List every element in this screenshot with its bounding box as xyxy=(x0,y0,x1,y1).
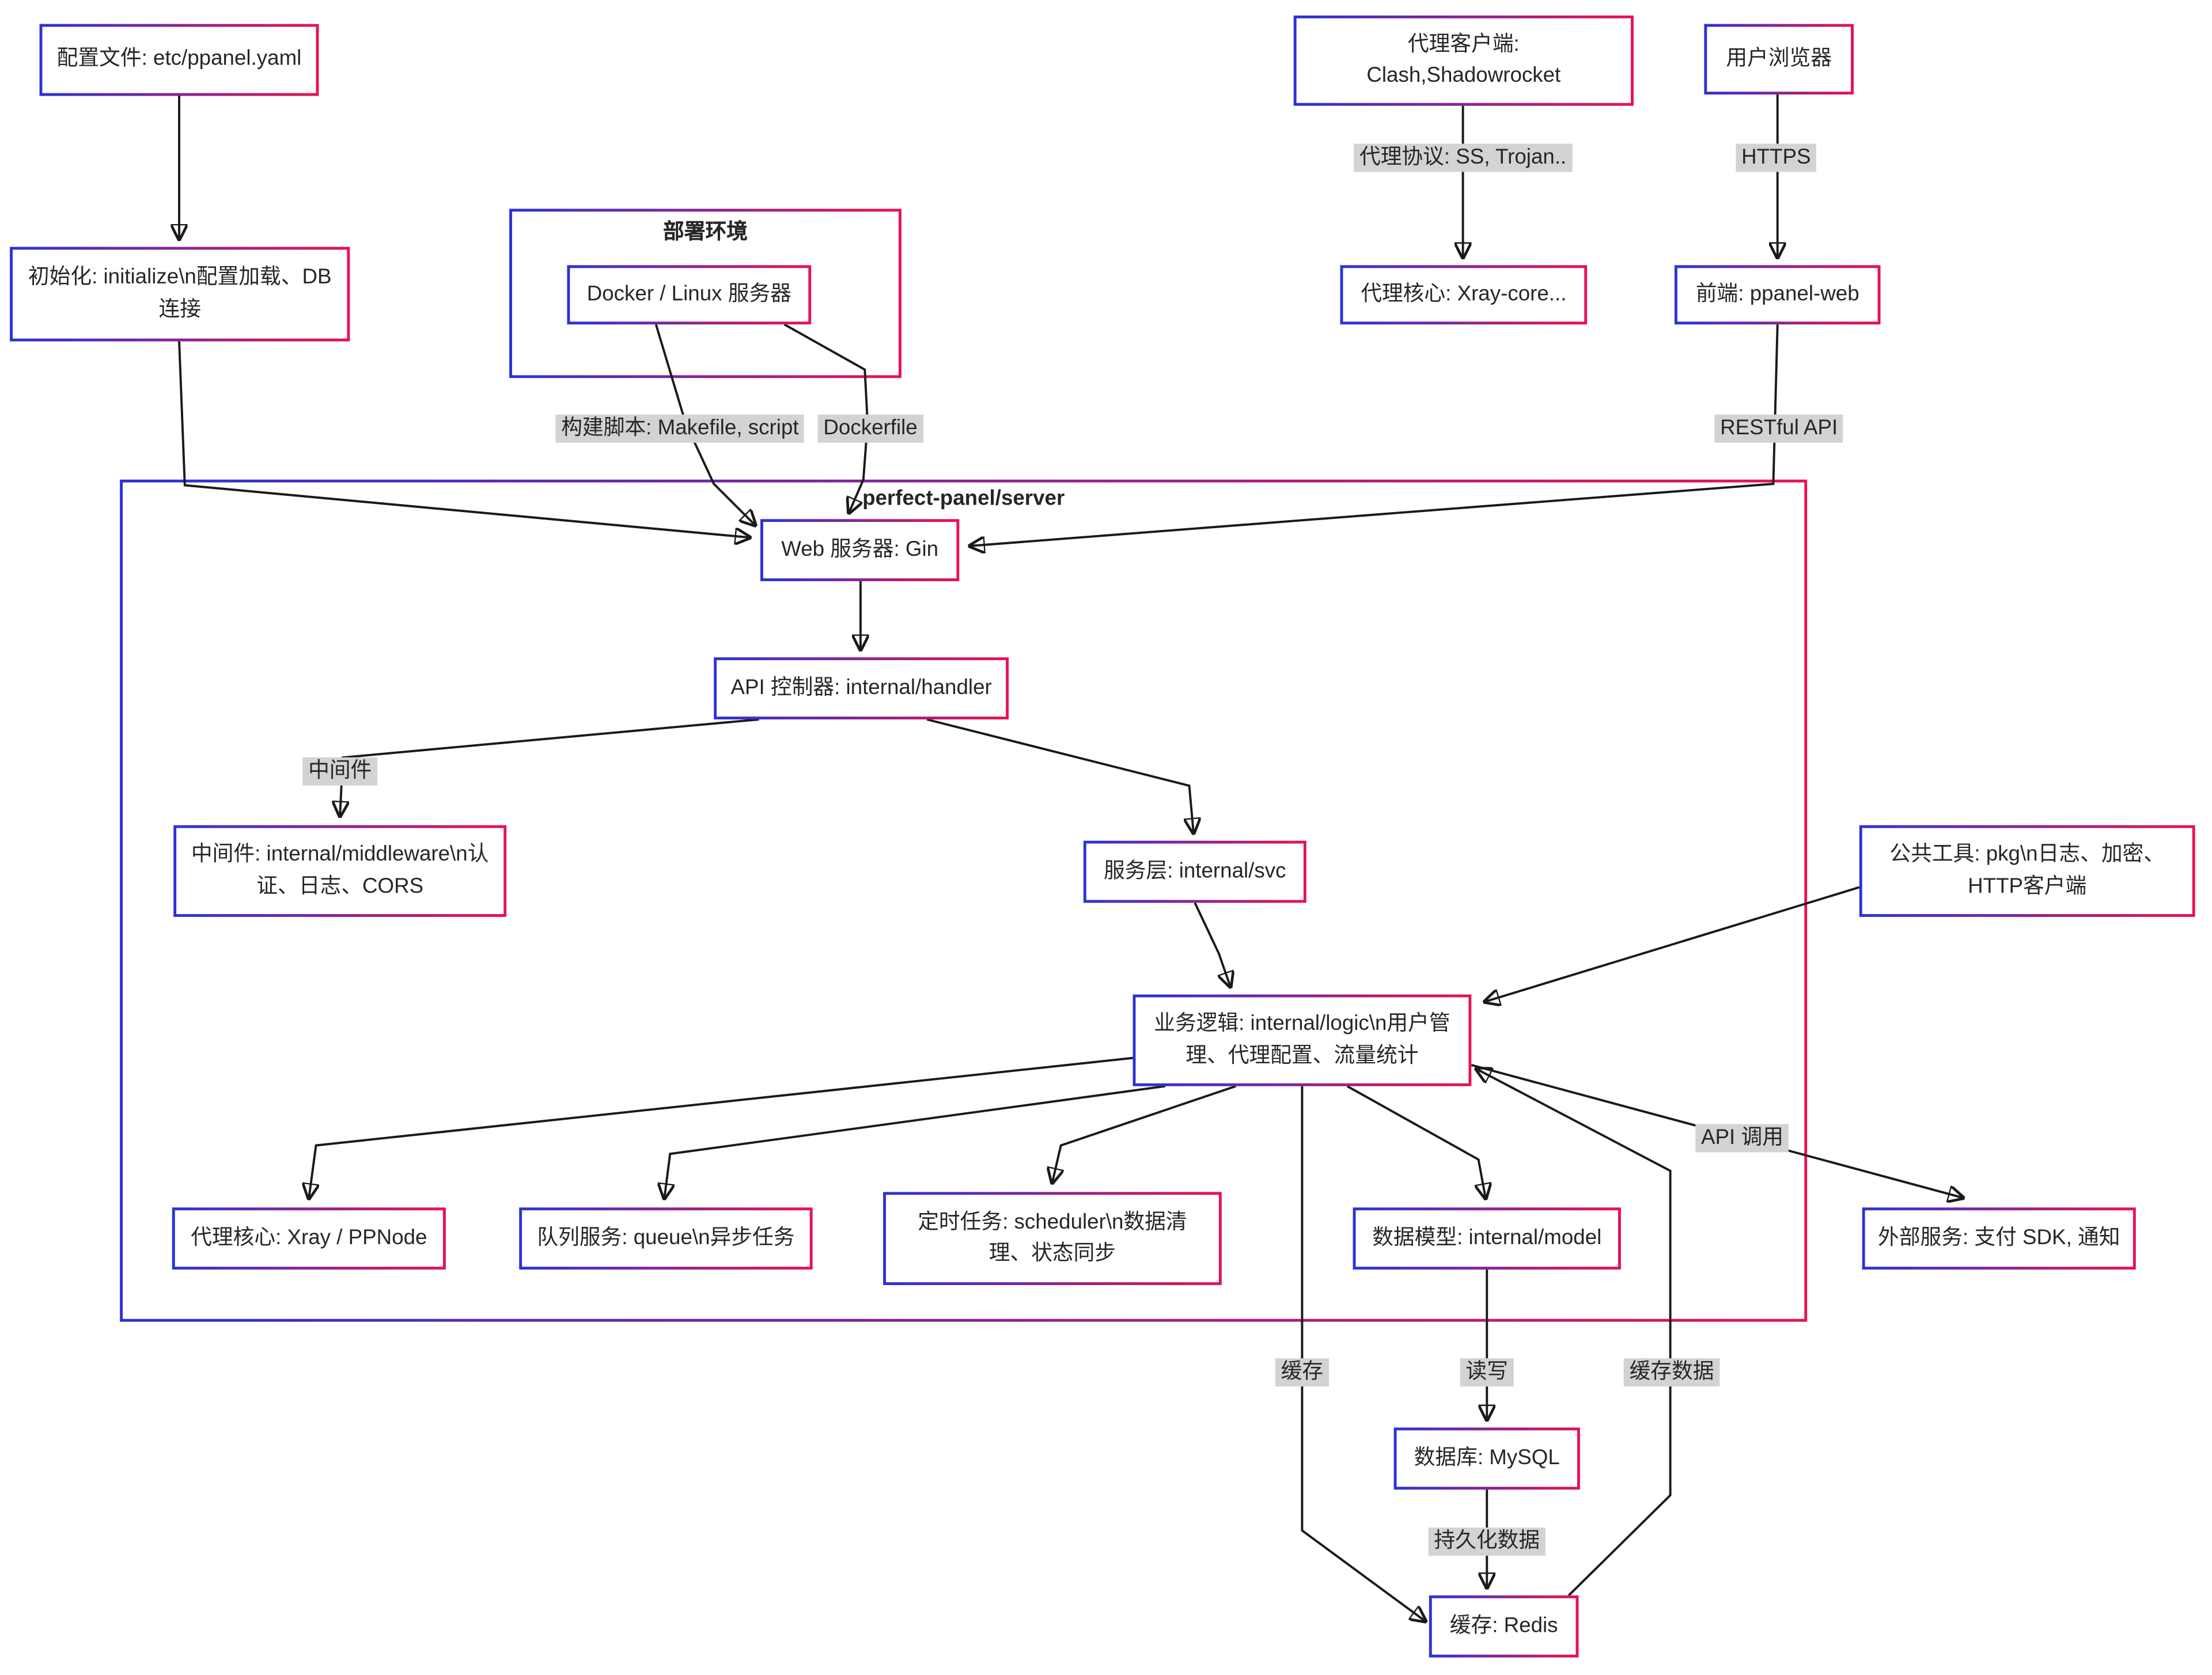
node-frontend-label: 前端: ppanel-web xyxy=(1677,268,1878,322)
subgraph-server-title: perfect-panel/server xyxy=(862,486,1065,511)
edge-handler-svc xyxy=(926,718,1194,832)
node-docker-server: Docker / Linux 服务器 xyxy=(567,265,812,325)
edge-label-cache-data: 缓存数据 xyxy=(1623,1358,1720,1387)
edge-logic-model xyxy=(1346,1085,1486,1197)
edge-handler-middleware xyxy=(340,718,759,816)
node-service-layer-label: 服务层: internal/svc xyxy=(1086,843,1304,900)
edge-frontend-gin xyxy=(971,324,1779,545)
subgraph-deploy-env-title: 部署环境 xyxy=(662,220,748,244)
node-xray-core-label: 代理核心: Xray-core... xyxy=(1343,268,1585,322)
edge-docker-gin-build xyxy=(654,324,755,525)
node-proxy-client: 代理客户端: Clash,Shadowrocket xyxy=(1293,15,1634,106)
node-api-handler: API 控制器: internal/handler xyxy=(714,657,1009,719)
node-pkg-tools: 公共工具: pkg\n日志、加密、HTTP客户端 xyxy=(1859,825,2195,917)
edge-logic-redis xyxy=(1301,1086,1425,1621)
edge-label-middleware: 中间件 xyxy=(302,757,378,786)
edge-label-dockerfile: Dockerfile xyxy=(817,414,923,444)
edge-logic-scheduler xyxy=(1052,1085,1236,1183)
node-browser: 用户浏览器 xyxy=(1704,24,1854,95)
node-queue-service-label: 队列服务: queue\n异步任务 xyxy=(522,1210,810,1267)
node-external-services-label: 外部服务: 支付 SDK, 通知 xyxy=(1865,1210,2133,1267)
node-external-services: 外部服务: 支付 SDK, 通知 xyxy=(1862,1207,2136,1270)
edge-svc-logic xyxy=(1194,902,1230,986)
node-web-server-gin-label: Web 服务器: Gin xyxy=(763,522,957,579)
node-frontend: 前端: ppanel-web xyxy=(1674,265,1881,325)
edge-label-restful-api: RESTful API xyxy=(1714,414,1844,444)
node-service-layer: 服务层: internal/svc xyxy=(1083,840,1306,903)
node-browser-label: 用户浏览器 xyxy=(1707,26,1851,92)
node-middleware: 中间件: internal/middleware\n认证、日志、CORS xyxy=(173,825,507,917)
node-scheduler-label: 定时任务: scheduler\n数据清理、状态同步 xyxy=(885,1195,1219,1283)
node-web-server-gin: Web 服务器: Gin xyxy=(760,519,960,581)
node-data-model-label: 数据模型: internal/model xyxy=(1355,1210,1619,1267)
edge-label-persist-data: 持久化数据 xyxy=(1428,1527,1546,1556)
node-data-model: 数据模型: internal/model xyxy=(1353,1207,1621,1270)
node-config-file: 配置文件: etc/ppanel.yaml xyxy=(39,24,319,96)
node-business-logic: 业务逻辑: internal/logic\n用户管理、代理配置、流量统计 xyxy=(1132,994,1472,1086)
edge-pkg-logic xyxy=(1486,886,1860,1001)
node-init-label: 初始化: initialize\n配置加载、DB连接 xyxy=(13,249,347,339)
edge-label-read-write: 读写 xyxy=(1460,1358,1514,1387)
edge-label-cache: 缓存 xyxy=(1275,1358,1329,1387)
node-xray-core: 代理核心: Xray-core... xyxy=(1340,265,1588,325)
node-proxy-core-ppnode: 代理核心: Xray / PPNode xyxy=(172,1207,446,1270)
node-redis: 缓存: Redis xyxy=(1429,1595,1579,1658)
edge-init-gin xyxy=(178,341,749,537)
edge-logic-queue xyxy=(664,1085,1166,1197)
node-proxy-client-label: 代理客户端: Clash,Shadowrocket xyxy=(1296,18,1631,103)
node-docker-server-label: Docker / Linux 服务器 xyxy=(570,268,809,322)
edge-redis-logic xyxy=(1477,1069,1672,1597)
node-proxy-core-ppnode-label: 代理核心: Xray / PPNode xyxy=(175,1210,443,1267)
node-pkg-tools-label: 公共工具: pkg\n日志、加密、HTTP客户端 xyxy=(1862,828,2192,914)
node-mysql-label: 数据库: MySQL xyxy=(1396,1430,1577,1487)
node-business-logic-label: 业务逻辑: internal/logic\n用户管理、代理配置、流量统计 xyxy=(1135,997,1469,1083)
edge-label-build-script: 构建脚本: Makefile, script xyxy=(555,414,805,444)
node-mysql: 数据库: MySQL xyxy=(1393,1427,1580,1490)
edge-logic-ppnode xyxy=(309,1056,1133,1197)
node-middleware-label: 中间件: internal/middleware\n认证、日志、CORS xyxy=(176,828,504,914)
node-queue-service: 队列服务: queue\n异步任务 xyxy=(519,1207,813,1270)
edge-label-api-call: API 调用 xyxy=(1695,1124,1789,1153)
node-scheduler: 定时任务: scheduler\n数据清理、状态同步 xyxy=(883,1192,1222,1286)
node-redis-label: 缓存: Redis xyxy=(1431,1598,1576,1655)
edge-label-https: HTTPS xyxy=(1736,143,1817,173)
node-api-handler-label: API 控制器: internal/handler xyxy=(717,660,1006,717)
node-init: 初始化: initialize\n配置加载、DB连接 xyxy=(10,247,350,342)
node-config-file-label: 配置文件: etc/ppanel.yaml xyxy=(42,26,316,93)
edge-label-proxy-protocol: 代理协议: SS, Trojan.. xyxy=(1354,143,1573,173)
